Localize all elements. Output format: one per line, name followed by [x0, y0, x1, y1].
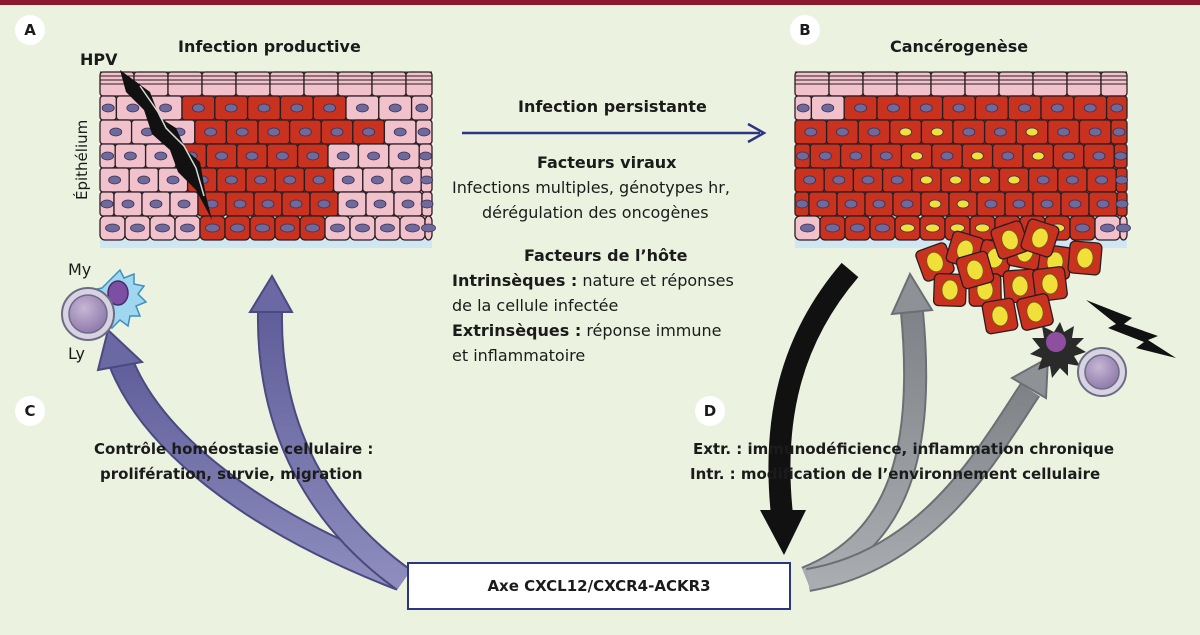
panel-a-badge: A [15, 15, 45, 45]
persistent-infection-label: Infection persistante [518, 97, 707, 116]
panel-c-line1: Contrôle homéostasie cellulaire : [94, 440, 374, 458]
hpv-label: HPV [80, 50, 118, 69]
epithelium-label: Épithélium [73, 119, 91, 200]
hpv-lightning-icon [120, 70, 212, 220]
intrinsic-line2: de la cellule infectée [452, 296, 619, 315]
panel-d-line2: Intr. : modification de l’environnement … [690, 465, 1101, 483]
immune-cell-b-icon [1030, 322, 1127, 397]
panel-a-title: Infection productive [178, 37, 361, 56]
panel-d-line1: Extr. : immunodéficience, inflammation c… [693, 440, 1115, 458]
extrinsic-label: Extrinsèques : [452, 321, 582, 340]
arrow-to-epithelium-a [248, 274, 412, 591]
epithelium-b [794, 71, 1131, 248]
intrinsic-line1: Intrinsèques : nature et réponses [452, 271, 734, 290]
panel-c-line2: prolifération, survie, migration [100, 465, 363, 483]
extrinsic-line2: et inflammatoire [452, 346, 586, 365]
panel-b-title: Cancérogenèse [890, 37, 1029, 56]
ly-label: Ly [68, 344, 85, 363]
arrow-to-my-ly [96, 328, 405, 591]
intrinsic-text1: nature et réponses [577, 271, 734, 290]
arrow-to-axis [760, 262, 859, 555]
panel-d-badge: D [695, 396, 725, 426]
viral-factors-title: Facteurs viraux [537, 153, 677, 172]
lightning-b-icon [1086, 300, 1176, 358]
intrinsic-label: Intrinsèques : [452, 271, 578, 290]
extrinsic-line1: Extrinsèques : réponse immune [452, 321, 721, 340]
viral-factors-line2: dérégulation des oncogènes [482, 203, 709, 222]
lymphocyte-cell-icon [61, 287, 115, 341]
extrinsic-text1: réponse immune [581, 321, 722, 340]
panel-b-badge: B [790, 15, 820, 45]
tumor-cluster [915, 218, 1103, 335]
axis-box: Axe CXCL12/CXCR4-ACKR3 [407, 562, 791, 610]
panel-c-badge: C [15, 396, 45, 426]
my-label: My [68, 260, 92, 279]
viral-factors-line1: Infections multiples, génotypes hr, [452, 178, 730, 197]
host-factors-title: Facteurs de l’hôte [524, 246, 688, 265]
arrow-to-immune-b [805, 356, 1050, 592]
persistent-infection-arrow [462, 122, 767, 144]
top-banner [0, 0, 1200, 5]
